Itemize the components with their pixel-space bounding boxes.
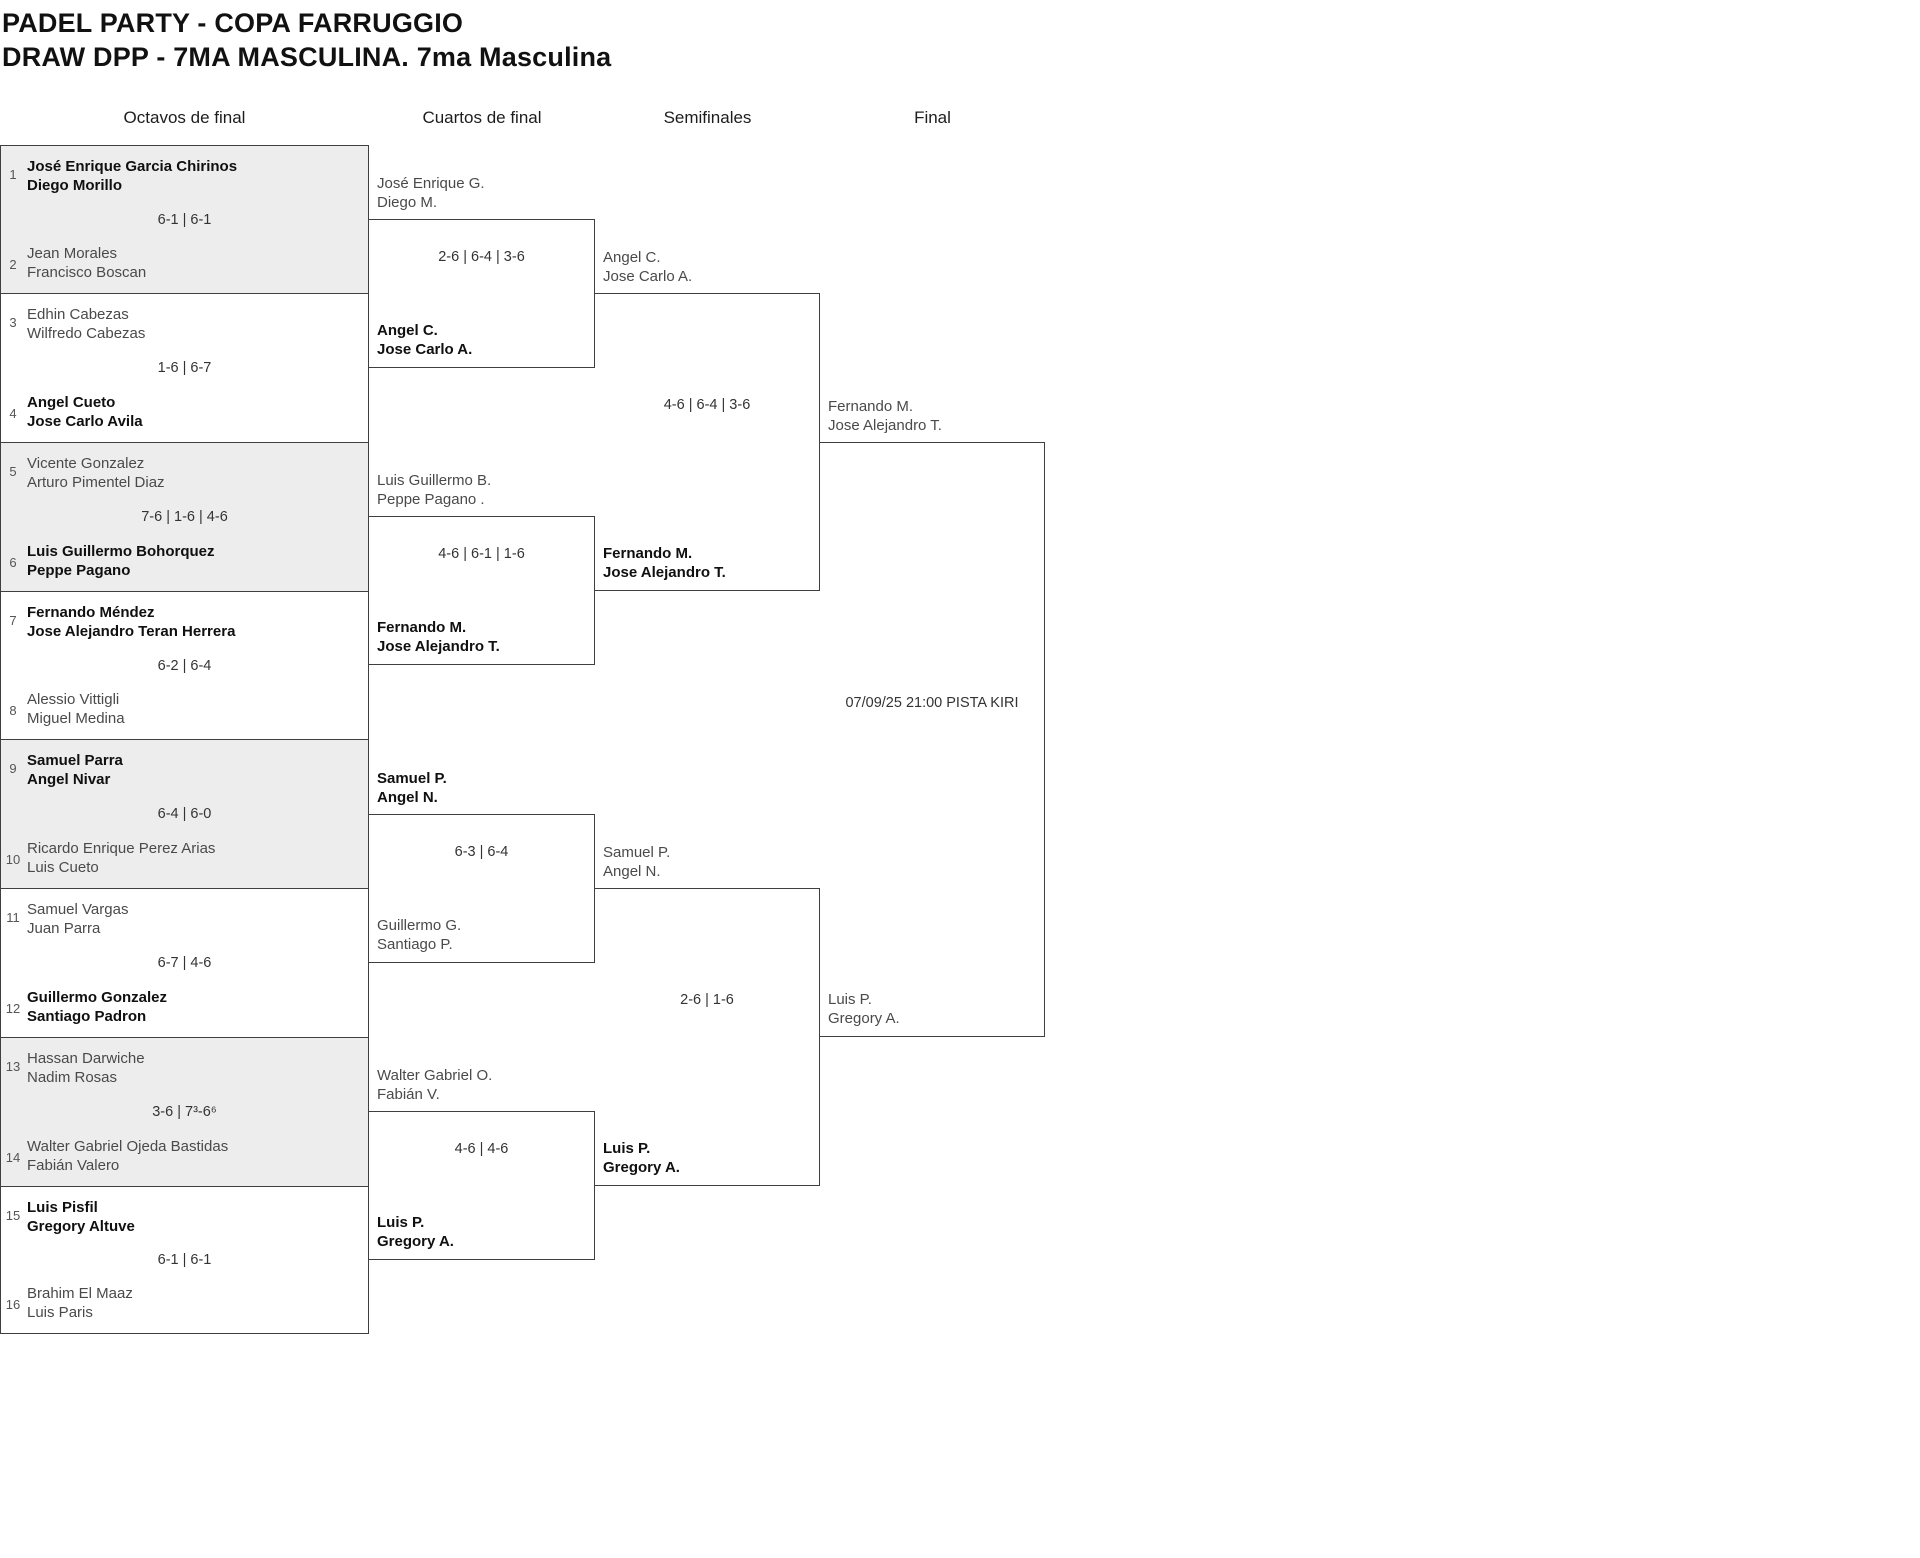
team-name: Walter Gabriel O.Fabián V. [377, 1067, 493, 1103]
match-cell-qf-2[interactable]: Luis Guillermo B.Peppe Pagano . 4-6 | 6-… [369, 472, 595, 665]
match-cell-qf-1[interactable]: José Enrique G.Diego M. 2-6 | 6-4 | 3-6 … [369, 175, 595, 368]
seed-number: 13 [5, 1059, 21, 1074]
seed-number: 10 [5, 852, 21, 867]
match-cell-final[interactable]: Fernando M.Jose Alejandro T. 07/09/25 21… [820, 398, 1045, 1037]
match-score: 6-3 | 6-4 [454, 843, 509, 860]
seed-number: 8 [9, 703, 17, 718]
seed-number: 4 [9, 406, 17, 421]
round-header-final: Final [914, 108, 951, 127]
team-name: Fernando M.Jose Alejandro T. [828, 398, 942, 434]
match-score: 7-6 | 1-6 | 4-6 [141, 509, 228, 525]
team-name: Luis Guillermo B.Peppe Pagano . [377, 472, 492, 508]
round-header-semifinales: Semifinales [663, 108, 752, 127]
match-score: 6-4 | 6-0 [157, 806, 212, 822]
match-cell-qf-4[interactable]: Walter Gabriel O.Fabián V. 4-6 | 4-6 Lui… [369, 1067, 595, 1260]
match-score: 1-6 | 6-7 [157, 360, 212, 376]
team-name: Luis P.Gregory A. [377, 1214, 454, 1250]
match-score: 6-7 | 4-6 [157, 955, 212, 971]
team-name: José Enrique G.Diego M. [377, 175, 485, 211]
team-name: Luis P.Gregory A. [603, 1140, 680, 1176]
match-score: 6-1 | 6-1 [157, 1252, 212, 1268]
final-match-info: 07/09/25 21:00 PISTA KIRI [845, 694, 1019, 711]
team-name: Samuel P.Angel N. [603, 844, 671, 880]
team-name: Fernando M.Jose Alejandro T. [377, 619, 500, 655]
match-score: 6-2 | 6-4 [157, 657, 212, 674]
round-header-cuartos: Cuartos de final [422, 108, 542, 127]
seed-number: 11 [6, 910, 20, 925]
match-score: 2-6 | 6-4 | 3-6 [438, 248, 525, 265]
round-header-octavos: Octavos de final [123, 108, 246, 127]
team-name: Fernando M.Jose Alejandro T. [603, 545, 726, 581]
seed-number: 3 [9, 315, 17, 330]
match-cell-sf-2[interactable]: Samuel P.Angel N. 2-6 | 1-6 Luis P.Grego… [595, 844, 820, 1186]
seed-number: 14 [5, 1150, 21, 1165]
seed-number: 12 [5, 1001, 21, 1016]
team-name: Angel C.Jose Carlo A. [603, 249, 693, 285]
team-name: Guillermo G.Santiago P. [377, 917, 462, 953]
team-name: Angel C.Jose Carlo A. [377, 322, 473, 358]
seed-number: 16 [5, 1297, 21, 1312]
match-score: 2-6 | 1-6 [680, 992, 734, 1008]
seed-number: 15 [5, 1208, 21, 1223]
tournament-title: PADEL PARTY - COPA FARRUGGIO [2, 8, 464, 38]
match-score: 4-6 | 4-6 [454, 1140, 509, 1157]
match-score: 3-6 | 7³-6⁶ [152, 1104, 217, 1120]
seed-number: 7 [9, 613, 17, 628]
seed-number: 2 [9, 257, 17, 272]
match-score: 4-6 | 6-1 | 1-6 [438, 545, 525, 562]
seed-number: 6 [9, 555, 17, 570]
match-score: 4-6 | 6-4 | 3-6 [663, 397, 751, 413]
match-cell-sf-1[interactable]: Angel C.Jose Carlo A. 4-6 | 6-4 | 3-6 Fe… [595, 249, 820, 591]
draw-subtitle: DRAW DPP - 7MA MASCULINA. 7ma Masculina [2, 42, 612, 72]
team-name: Samuel P.Angel N. [377, 770, 447, 806]
seed-number: 1 [9, 167, 17, 182]
match-cell-qf-3[interactable]: Samuel P.Angel N. 6-3 | 6-4 Guillermo G.… [369, 770, 595, 963]
seed-number: 9 [9, 761, 17, 776]
match-score: 6-1 | 6-1 [157, 211, 212, 228]
team-name: Luis P.Gregory A. [828, 991, 900, 1027]
seed-number: 5 [9, 464, 17, 479]
